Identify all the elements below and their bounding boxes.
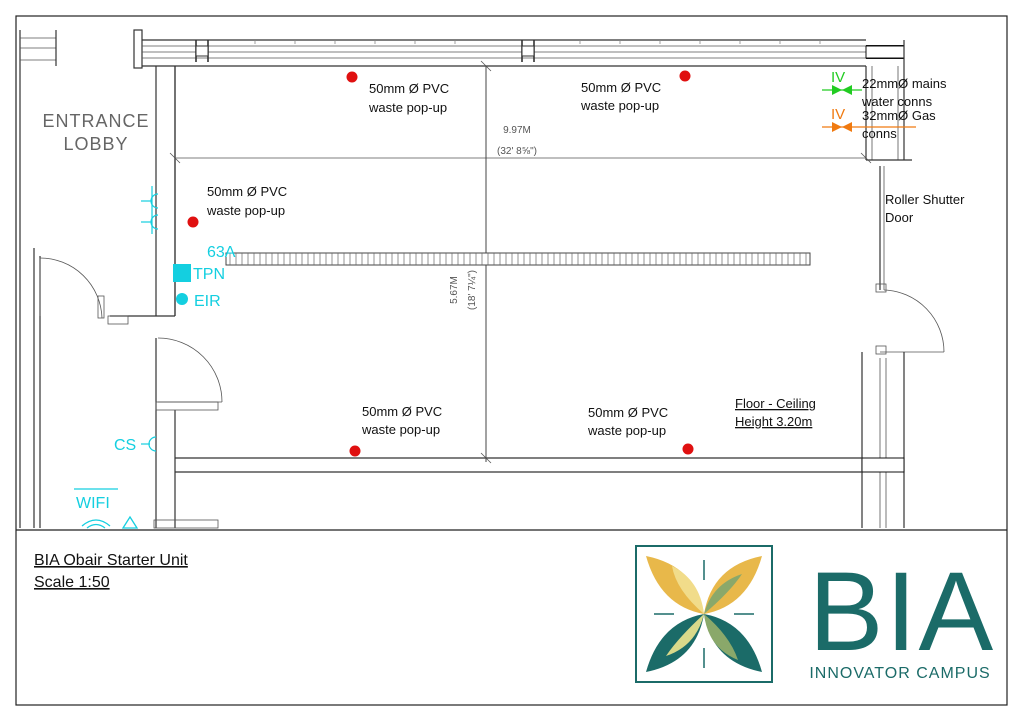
entrance-lobby-walls [19, 29, 176, 528]
width-dimension-metric: 9.97M [503, 125, 531, 136]
depth-dimension-metric: 5.67M [449, 276, 460, 304]
water-connection: IV 22mmØ mains water conns [822, 69, 947, 109]
tpn-board-icon [173, 264, 191, 282]
gas-conn-label: 32mmØ Gas [862, 108, 936, 123]
ceiling-height-label: Floor - Ceiling [735, 396, 816, 411]
bia-wordmark: BIA [809, 549, 996, 674]
bia-subtitle: INNOVATOR CAMPUS [809, 665, 990, 682]
eir-label: EIR [194, 293, 221, 310]
waste-popup-label: waste pop-up [361, 422, 440, 437]
roller-shutter-label: Roller Shutter [885, 192, 965, 207]
waste-popup-label: waste pop-up [587, 423, 666, 438]
unit-walls [142, 39, 945, 528]
waste-popups: 50mm Ø PVC waste pop-up 50mm Ø PVC waste… [187, 70, 694, 457]
cable-tray [225, 252, 811, 266]
depth-dimension-imperial: (18' 7¼") [466, 270, 478, 310]
waste-popup-marker [682, 443, 694, 455]
gas-connection: IV 32mmØ Gas conns [822, 106, 936, 141]
waste-popup-label: 50mm Ø PVC [362, 404, 442, 419]
ceiling-height-label: Height 3.20m [735, 414, 812, 429]
sheet-border [15, 15, 1008, 706]
wifi-icon [81, 515, 139, 529]
lower-doors [153, 337, 223, 529]
waste-popup-label: waste pop-up [206, 203, 285, 218]
waste-popup-marker [346, 71, 358, 83]
eir-point-icon [176, 293, 188, 305]
entrance-label-line1: ENTRANCE [42, 111, 149, 131]
double-socket-icon [141, 186, 159, 234]
waste-popup-marker [349, 445, 361, 457]
waste-popup-label: 50mm Ø PVC [588, 405, 668, 420]
waste-popup-label: 50mm Ø PVC [207, 184, 287, 199]
cs-label: CS [114, 437, 136, 454]
entrance-label-line2: LOBBY [63, 134, 128, 154]
bia-logo-mark [635, 545, 773, 683]
width-dimension-imperial: (32' 8⅝") [497, 146, 537, 157]
wifi-label: WIFI [76, 495, 110, 512]
electrical-symbols: 63A TPN EIR CS WIFI [74, 186, 236, 529]
lobby-door [39, 257, 105, 319]
water-conn-label: 22mmØ mains [862, 76, 947, 91]
roller-shutter-label: Door [885, 210, 914, 225]
water-isolation-valve-label: IV [831, 69, 845, 86]
water-valve-icon [832, 85, 852, 95]
drawing-title: BIA Obair Starter Unit [34, 552, 188, 569]
entrance-lobby-label: ENTRANCE LOBBY [42, 111, 149, 154]
gas-isolation-valve-label: IV [831, 106, 845, 123]
waste-popup-marker [187, 216, 199, 228]
drawing-scale: Scale 1:50 [34, 574, 110, 591]
waste-popup-label: 50mm Ø PVC [369, 81, 449, 96]
waste-popup-label: waste pop-up [368, 100, 447, 115]
waste-popup-marker [679, 70, 691, 82]
tpn-label: TPN [193, 266, 225, 283]
gas-conn-label: conns [862, 126, 897, 141]
waste-popup-label: waste pop-up [580, 98, 659, 113]
water-conn-label: water conns [861, 94, 933, 109]
gas-valve-icon [832, 122, 852, 132]
cs-outlet-icon [141, 436, 157, 452]
supply-rating-label: 63A [207, 244, 236, 261]
waste-popup-label: 50mm Ø PVC [581, 80, 661, 95]
